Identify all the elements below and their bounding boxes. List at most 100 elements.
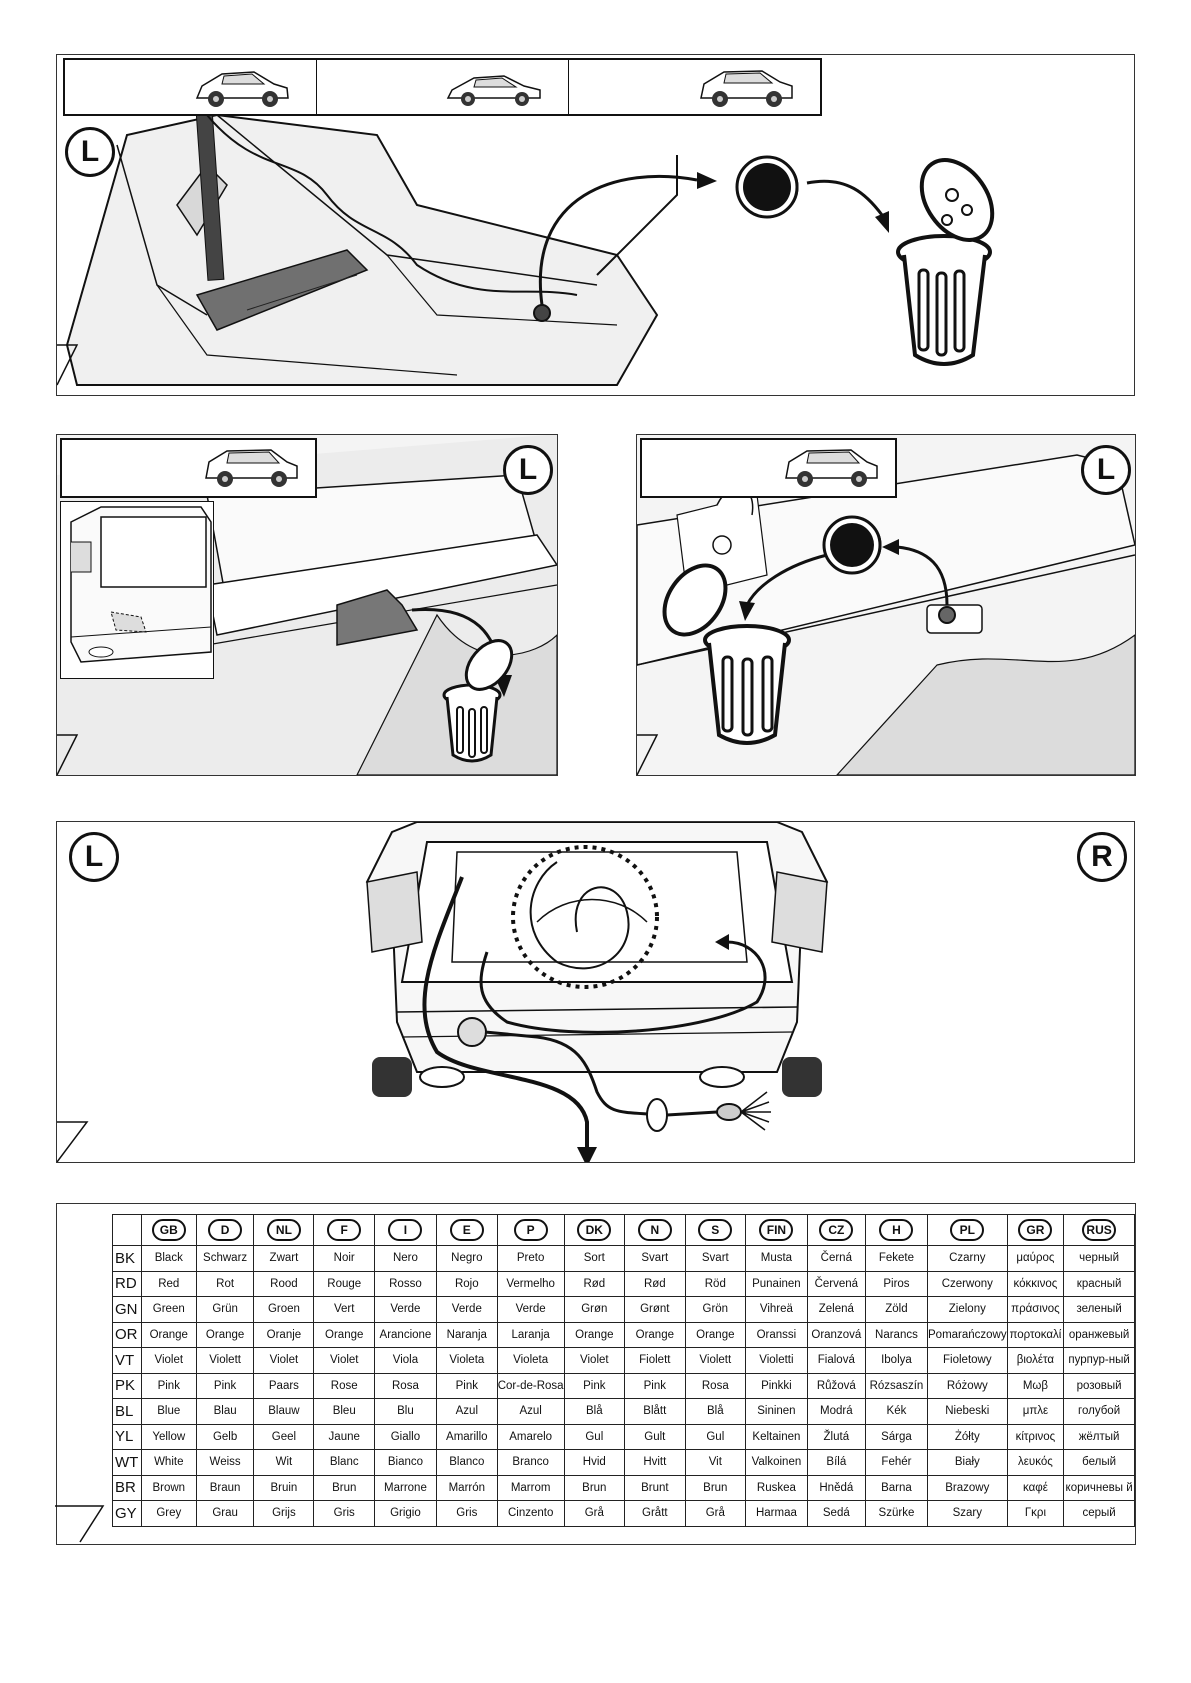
color-name-cell: Weiss xyxy=(195,1449,255,1476)
language-header-gr: GR xyxy=(1006,1214,1065,1246)
car-sedan-icon xyxy=(446,75,541,106)
color-name-cell: Rojo xyxy=(435,1270,498,1297)
color-name-cell: Szürke xyxy=(864,1500,929,1527)
trash-bin-icon xyxy=(662,563,791,745)
color-name-cell: Jaune xyxy=(313,1423,375,1450)
color-name-cell: Negro xyxy=(435,1245,498,1272)
color-name-cell: Hvitt xyxy=(624,1449,686,1476)
color-name-cell: Noir xyxy=(313,1245,375,1272)
color-name-cell: Czarny xyxy=(927,1245,1008,1272)
language-code-badge: FIN xyxy=(759,1219,794,1241)
variant-suv xyxy=(569,60,820,114)
color-name-cell: Zöld xyxy=(864,1296,929,1323)
color-code-cell: GY xyxy=(112,1500,142,1527)
color-code-cell: YL xyxy=(112,1423,142,1450)
color-name-cell: Blanco xyxy=(435,1449,498,1476)
color-name-cell: Rouge xyxy=(313,1270,375,1297)
color-name-cell: Hvid xyxy=(563,1449,626,1476)
color-name-cell: Orange xyxy=(624,1321,686,1348)
color-code-cell: BL xyxy=(112,1398,142,1425)
color-name-cell: Vermelho xyxy=(496,1270,565,1297)
color-name-cell: Fioletowy xyxy=(927,1347,1008,1374)
color-name-cell: Orange xyxy=(195,1321,255,1348)
color-name-cell: Blanc xyxy=(313,1449,375,1476)
color-name-cell: Orange xyxy=(140,1321,197,1348)
color-name-cell: Grå xyxy=(563,1500,626,1527)
color-name-cell: Violett xyxy=(195,1347,255,1374)
color-code-cell: VT xyxy=(112,1347,142,1374)
color-code-cell: GN xyxy=(112,1296,142,1323)
color-name-cell: Zielony xyxy=(927,1296,1008,1323)
color-code-cell: BK xyxy=(112,1245,142,1272)
language-code-badge: RUS xyxy=(1082,1219,1117,1241)
color-name-cell: Rosa xyxy=(684,1372,747,1399)
language-header-gb: GB xyxy=(140,1214,197,1246)
trunk-interior-illustration xyxy=(57,109,995,386)
color-name-cell: Rose xyxy=(313,1372,375,1399)
color-name-cell: Różowy xyxy=(927,1372,1008,1399)
color-name-cell: καφέ xyxy=(1006,1474,1065,1501)
color-name-cell: Bleu xyxy=(313,1398,375,1425)
color-name-cell: Rot xyxy=(195,1270,255,1297)
language-code-badge: D xyxy=(208,1219,243,1241)
language-code-badge: H xyxy=(879,1219,914,1241)
rubber-plug-icon xyxy=(735,155,799,219)
color-name-cell: Modrá xyxy=(806,1398,866,1425)
language-header-n: N xyxy=(624,1214,686,1246)
color-name-cell: Grått xyxy=(624,1500,686,1527)
color-name-cell: Verde xyxy=(435,1296,498,1323)
color-name-cell: Kék xyxy=(864,1398,929,1425)
color-name-cell: коричневы й xyxy=(1063,1474,1135,1501)
color-name-cell: Orange xyxy=(684,1321,747,1348)
color-name-cell: Valkoinen xyxy=(745,1449,808,1476)
color-name-cell: Amarillo xyxy=(435,1423,498,1450)
language-header-nl: NL xyxy=(253,1214,315,1246)
color-name-cell: Blå xyxy=(563,1398,626,1425)
color-name-cell: Blau xyxy=(195,1398,255,1425)
color-name-cell: Bílá xyxy=(806,1449,866,1476)
color-name-cell: голубой xyxy=(1063,1398,1135,1425)
trash-bin-icon xyxy=(896,158,995,366)
color-name-cell: зеленый xyxy=(1063,1296,1135,1323)
color-name-cell: Punainen xyxy=(745,1270,808,1297)
color-name-cell: Violett xyxy=(684,1347,747,1374)
color-code-cell: BR xyxy=(112,1474,142,1501)
color-name-cell: Grün xyxy=(195,1296,255,1323)
color-name-cell: Verde xyxy=(496,1296,565,1323)
color-code-cell: WT xyxy=(112,1449,142,1476)
color-name-cell: Żółty xyxy=(927,1423,1008,1450)
step-panel-remove-plug-mpv: L xyxy=(636,434,1136,776)
color-code-cell: OR xyxy=(112,1321,142,1348)
color-name-cell: Pink xyxy=(563,1372,626,1399)
color-name-cell: Braun xyxy=(195,1474,255,1501)
language-code-badge: NL xyxy=(266,1219,301,1241)
color-name-cell: Violeta xyxy=(435,1347,498,1374)
side-marker-left: L xyxy=(69,832,119,882)
color-name-cell: Yellow xyxy=(140,1423,197,1450)
color-name-cell: Barna xyxy=(864,1474,929,1501)
color-name-cell: Narancs xyxy=(864,1321,929,1348)
color-name-cell: Naranja xyxy=(435,1321,498,1348)
color-name-cell: Růžová xyxy=(806,1372,866,1399)
color-name-cell: Oranje xyxy=(253,1321,315,1348)
rubber-plug-icon xyxy=(822,515,882,575)
color-name-cell: Piros xyxy=(864,1270,929,1297)
color-name-cell: Azul xyxy=(435,1398,498,1425)
color-name-cell: Blauw xyxy=(253,1398,315,1425)
color-name-cell: Rød xyxy=(563,1270,626,1297)
color-name-cell: Gelb xyxy=(195,1423,255,1450)
color-name-cell: Pink xyxy=(435,1372,498,1399)
color-name-cell: пурпур-ный xyxy=(1063,1347,1135,1374)
language-code-badge: P xyxy=(513,1219,548,1241)
color-name-cell: розовый xyxy=(1063,1372,1135,1399)
color-name-cell: красный xyxy=(1063,1270,1135,1297)
color-name-cell: Violet xyxy=(313,1347,375,1374)
color-name-cell: Fialová xyxy=(806,1347,866,1374)
language-code-badge: DK xyxy=(577,1219,612,1241)
color-name-cell: Vert xyxy=(313,1296,375,1323)
